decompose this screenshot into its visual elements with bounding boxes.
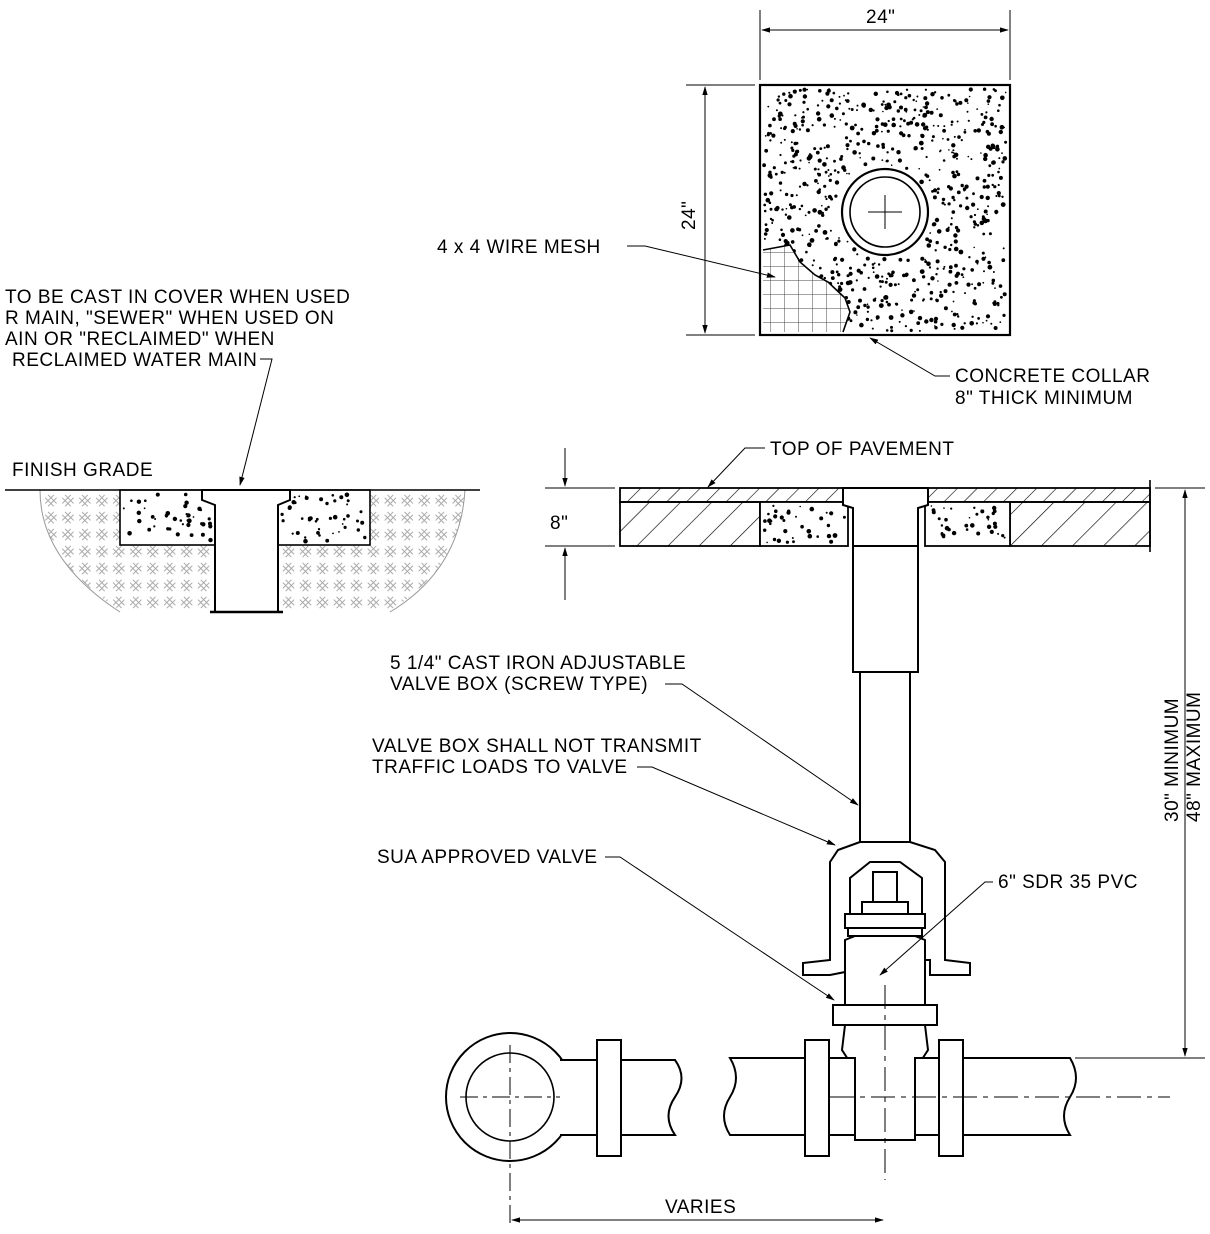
pavement-thickness-dim: 8" [550, 513, 568, 534]
plan-width-dim: 24" [866, 7, 895, 28]
varies-dim: VARIES [665, 1197, 736, 1218]
cover-note-line-4: RECLAIMED WATER MAIN [12, 350, 257, 371]
cover-note-line-3: AIN OR "RECLAIMED" WHEN [5, 329, 275, 350]
concrete-speckle [762, 87, 1008, 333]
plan-view: 24" 24" 4 x 4 WIRE MESH CONCRETE COLLAR … [437, 7, 1150, 409]
concrete-speckle [122, 492, 367, 544]
depth-max-dim: 48" MAXIMUM [1184, 692, 1205, 822]
no-transmit-label-2: TRAFFIC LOADS TO VALVE [372, 757, 628, 778]
top-of-pavement-label: TOP OF PAVEMENT [770, 439, 955, 460]
callouts: 5 1/4" CAST IRON ADJUSTABLE VALVE BOX (S… [372, 487, 1205, 1223]
approved-valve-label: SUA APPROVED VALVE [377, 847, 598, 868]
pvc-label: 6" SDR 35 PVC [998, 872, 1138, 893]
valve-box-label-1: 5 1/4" CAST IRON ADJUSTABLE [390, 653, 686, 674]
collar-label-1: CONCRETE COLLAR [955, 366, 1150, 387]
valve-box-label-2: VALVE BOX (SCREW TYPE) [390, 674, 648, 695]
ground-section: FINISH GRADE TO BE CAST IN COVER WHEN US… [5, 287, 480, 614]
cover-note-line-1: TO BE CAST IN COVER WHEN USED [5, 287, 350, 308]
finish-grade-label: FINISH GRADE [12, 460, 153, 481]
depth-min-dim: 30" MINIMUM [1162, 698, 1183, 822]
collar-label-2: 8" THICK MINIMUM [955, 388, 1133, 409]
cover-note-line-2: R MAIN, "SEWER" WHEN USED ON [5, 308, 334, 329]
pavement-section: 8" TOP OF PAVEMENT [545, 439, 1151, 600]
concrete-speckle [763, 504, 1006, 544]
no-transmit-label-1: VALVE BOX SHALL NOT TRANSMIT [372, 736, 702, 757]
plan-height-dim: 24" [679, 201, 700, 230]
wire-mesh-label: 4 x 4 WIRE MESH [437, 237, 601, 258]
